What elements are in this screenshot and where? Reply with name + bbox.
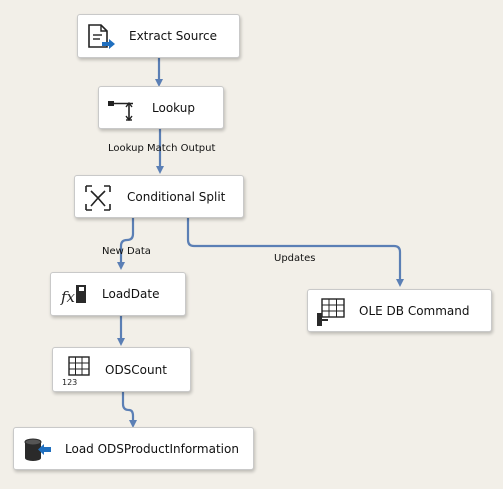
component-label: Extract Source — [129, 29, 218, 43]
path-label-lookup-match-output[interactable]: Lookup Match Output — [108, 143, 216, 154]
conditional-split-icon — [83, 184, 113, 212]
load-ods-product-information-component[interactable]: Load ODSProductInformation — [13, 427, 254, 470]
derived-column-icon: fx — [59, 281, 89, 309]
component-label: LoadDate — [102, 287, 160, 301]
component-label: OLE DB Command — [359, 303, 470, 318]
connector-split-to-loaddate[interactable] — [117, 218, 135, 270]
extract-source-component[interactable]: Extract Source — [77, 14, 240, 58]
component-label: ODSCount — [105, 362, 167, 377]
ole-db-destination-icon — [22, 436, 52, 464]
ole-db-command-icon — [316, 298, 346, 326]
path-label-updates[interactable]: Updates — [274, 253, 316, 264]
ole-db-command-component[interactable]: OLE DB Command — [307, 289, 492, 332]
component-label: Load ODSProductInformation — [65, 441, 239, 456]
lookup-icon — [107, 95, 137, 123]
connector-split-to-oledbcommand[interactable] — [186, 218, 404, 287]
path-label-new-data[interactable]: New Data — [102, 246, 151, 257]
load-date-component[interactable]: fx LoadDate — [50, 272, 186, 316]
row-count-icon: 123 — [61, 356, 91, 386]
lookup-component[interactable]: Lookup — [98, 86, 224, 129]
svg-text:fx: fx — [60, 288, 76, 306]
connector-odscount-to-load[interactable] — [121, 392, 137, 428]
flat-file-source-icon — [86, 23, 116, 51]
ods-count-component[interactable]: 123 ODSCount — [52, 347, 191, 392]
component-label: Lookup — [152, 100, 195, 115]
conditional-split-component[interactable]: Conditional Split — [74, 175, 244, 218]
component-label: Conditional Split — [127, 189, 226, 204]
svg-text:123: 123 — [62, 378, 77, 386]
